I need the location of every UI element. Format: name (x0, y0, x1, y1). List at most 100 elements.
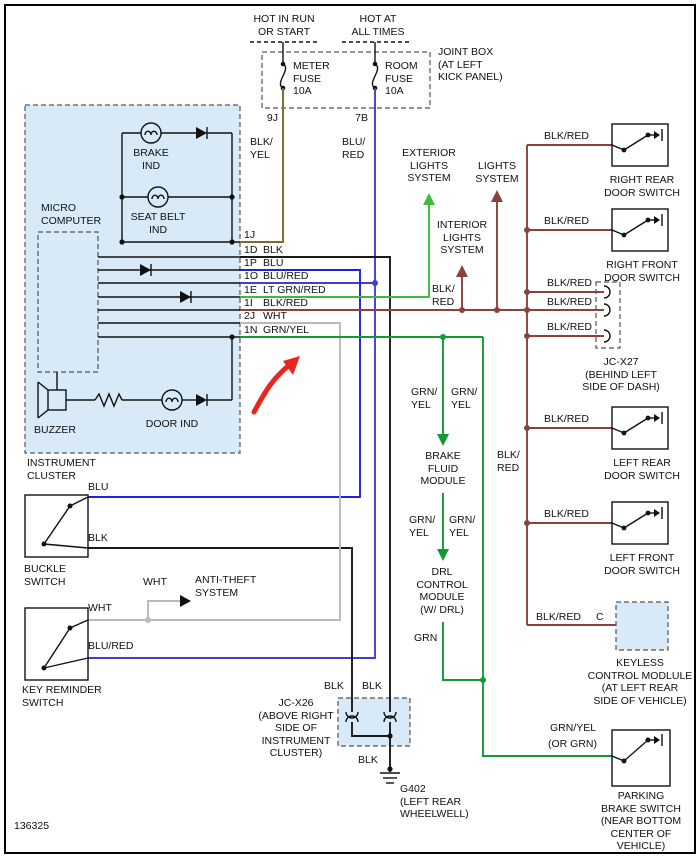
interior-wire-label: BLK/ RED (432, 283, 455, 308)
left-rear-door-switch-symbol (611, 406, 669, 450)
wire-label-grn-yel-4: GRN/ YEL (449, 514, 476, 539)
wire-blu-red (88, 88, 378, 659)
wire-label-blk-red-right-front: BLK/RED (544, 215, 589, 227)
wire-wht (88, 322, 341, 623)
wire-blk-red (240, 144, 616, 626)
seat-belt-ind-label: SEAT BELT IND (130, 211, 186, 236)
pin-9j-label: 9J (266, 112, 278, 124)
pin-7b-label: 7B (355, 112, 368, 124)
wire-label-blk-red-keyless: BLK/RED (536, 611, 581, 623)
room-fuse-symbol (371, 42, 379, 91)
wire-label-blk-buckle: BLK (88, 532, 108, 544)
wire-label-wht-anti: WHT (143, 576, 167, 588)
lights-system-label: LIGHTS SYSTEM (475, 160, 519, 185)
wire-label-blk-red-bus: BLK/ RED (497, 449, 520, 474)
jc-x27-connector (595, 281, 621, 349)
instrument-cluster-label: INSTRUMENT CLUSTER (27, 457, 96, 482)
parking-brake-label: PARKING BRAKE SWITCH (NEAR BOTTOM CENTER… (600, 790, 682, 852)
wire-label-grn-yel-1: GRN/ YEL (411, 386, 438, 411)
cluster-internal-wiring (66, 127, 240, 408)
interior-lights-arrow (456, 265, 468, 277)
brake-ind-lamp (140, 122, 162, 144)
keyless-module-label: KEYLESS CONTROL MODLULE (AT LEFT REAR SI… (587, 657, 693, 707)
pin-code-1i: 1I (244, 297, 253, 309)
pin-code-1n: 1N (244, 324, 258, 336)
wire-grn-yel (240, 334, 612, 757)
drl-module-label: DRL CONTROL MODULE (W/ DRL) (416, 566, 468, 616)
buckle-switch-label: BUCKLE SWITCH (24, 563, 67, 588)
wire-label-blu-buckle: BLU (88, 481, 109, 493)
keyless-module-box (615, 601, 669, 651)
buzzer-label: BUZZER (34, 424, 76, 436)
room-fuse-label: ROOM FUSE 10A (385, 60, 418, 97)
buckle-switch-symbol (24, 494, 89, 558)
red-annotation-arrow (251, 356, 300, 415)
wire-label-blk-jc26-left: BLK (324, 680, 344, 692)
left-front-door-switch-label: LEFT FRONT DOOR SWITCH (604, 552, 680, 577)
brake-fluid-arrow (437, 434, 449, 446)
pin-code-1p: 1P (244, 257, 257, 269)
jc-x26-connector (345, 711, 397, 746)
wire-label-or-grn: (OR GRN) (548, 738, 597, 750)
key-reminder-label: KEY REMINDER SWITCH (22, 684, 102, 709)
wire-blu (88, 269, 361, 498)
wire-blk-buckle (88, 547, 353, 712)
left-front-door-switch-symbol (611, 501, 669, 545)
figure-number: 136325 (14, 820, 50, 832)
wire-label-grn-yel-park: GRN/YEL (550, 722, 597, 734)
wire-label-blk-red-left-front: BLK/RED (544, 508, 589, 520)
wire-label-blk-red-left-rear: BLK/RED (544, 413, 589, 425)
anti-theft-label: ANTI-THEFT SYSTEM (195, 574, 257, 599)
keyless-pin-label: C (596, 611, 604, 623)
instrument-cluster-box (24, 104, 241, 454)
right-front-door-switch-symbol (611, 208, 669, 252)
pin-wire-1d: BLK (263, 244, 283, 256)
page-border (4, 4, 696, 854)
wire-label-grn-yel-2: GRN/ YEL (451, 386, 478, 411)
pin-code-1j: 1J (244, 229, 256, 241)
blu-red-wire-label: BLU/ RED (342, 136, 366, 161)
hot-at-all-times-label: HOT AT ALL TIMES (351, 13, 405, 38)
micro-computer-box (37, 231, 99, 373)
wire-label-grn-yel-3: GRN/ YEL (409, 514, 436, 539)
right-front-door-switch-label: RIGHT FRONT DOOR SWITCH (604, 259, 680, 284)
jc-x26-label: JC-X26 (ABOVE RIGHT SIDE OF INSTRUMENT C… (258, 697, 334, 759)
wire-label-blk-red-jc27-mid: BLK/RED (547, 296, 592, 308)
pin-code-1o: 1O (244, 270, 259, 282)
pin-wire-1e: LT GRN/RED (263, 284, 326, 296)
door-ind-lamp (161, 389, 183, 411)
interior-lights-label: INTERIOR LIGHTS SYSTEM (436, 219, 488, 256)
pin-code-1e: 1E (244, 284, 257, 296)
joint-box (261, 51, 431, 109)
pin-wire-1n: GRN/YEL (263, 324, 310, 336)
hot-in-run-label: HOT IN RUN OR START (253, 13, 315, 38)
pin-wire-1p: BLU (263, 257, 284, 269)
pin-code-1d: 1D (244, 244, 258, 256)
door-ind-label: DOOR IND (145, 418, 199, 430)
micro-computer-label: MICRO COMPUTER (41, 202, 102, 227)
meter-fuse-label: METER FUSE 10A (293, 60, 330, 97)
jc-x26-box (337, 697, 411, 747)
parking-brake-switch-symbol (611, 729, 671, 787)
wire-label-blk-jc26-right: BLK (362, 680, 382, 692)
wire-label-blk-red-right-rear: BLK/RED (544, 130, 589, 142)
jc-x27-label: JC-X27 (BEHIND LEFT SIDE OF DASH) (582, 356, 660, 393)
pin-wire-1i: BLK/RED (263, 297, 308, 309)
wire-label-grn: GRN (414, 632, 438, 644)
wire-blk-yel (240, 88, 284, 243)
pin-wire-2j: WHT (263, 310, 287, 322)
ground-g402-symbol (380, 746, 400, 784)
brake-fluid-module-label: BRAKE FLUID MODULE (420, 450, 466, 487)
right-rear-door-switch-symbol (611, 123, 669, 167)
lights-system-arrow (491, 190, 503, 202)
anti-theft-arrow (180, 595, 191, 607)
pin-code-2j: 2J (244, 310, 256, 322)
buzzer-symbol (37, 372, 67, 419)
right-rear-door-switch-label: RIGHT REAR DOOR SWITCH (604, 174, 680, 199)
exterior-lights-label: EXTERIOR LIGHTS SYSTEM (402, 147, 456, 184)
brake-ind-label: BRAKE IND (133, 147, 169, 172)
ground-g402-label: G402 (LEFT REAR WHEELWELL) (400, 783, 469, 820)
exterior-lights-arrow (423, 193, 435, 205)
